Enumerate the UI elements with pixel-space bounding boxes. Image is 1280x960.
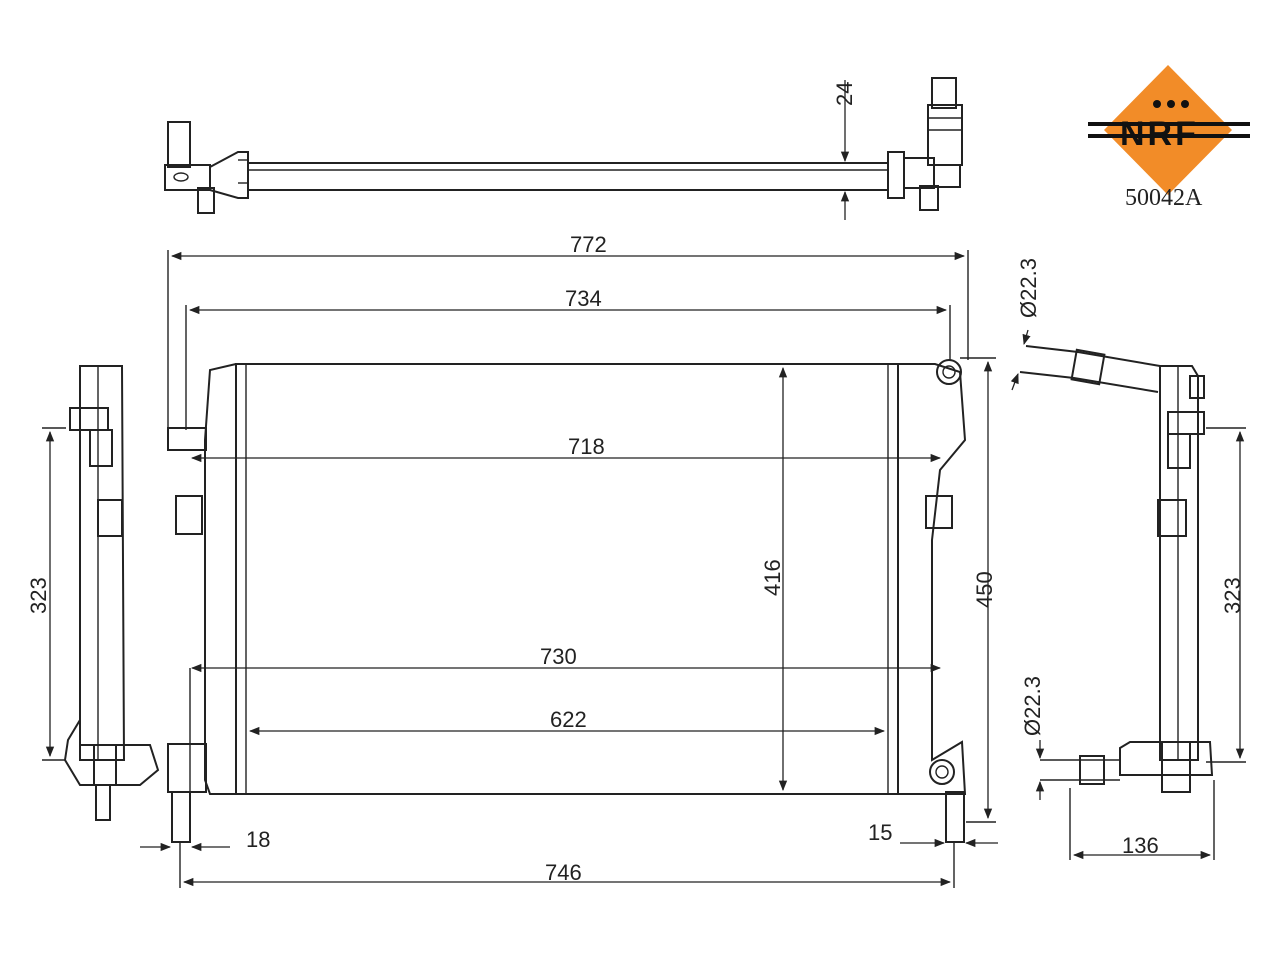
left-fitting-body [164, 164, 211, 191]
dim-core-width-top: 718 [568, 434, 605, 459]
right-fitting-pin [919, 185, 939, 211]
left-mid-bracket [175, 495, 203, 535]
logo-stripe [1088, 134, 1250, 138]
left-pin [171, 791, 191, 843]
upper-hose-bottom [1019, 371, 1159, 393]
left-side-tank [79, 365, 126, 761]
lower-outlet-port [929, 759, 955, 785]
front-view: 772 734 718 730 622 416 450 18 15 [140, 232, 998, 888]
dim-overall-width: 772 [570, 232, 607, 257]
dim-overall-depth: 136 [1122, 833, 1159, 858]
logo-dot [1181, 100, 1189, 108]
left-upper-bracket [167, 427, 207, 451]
right-pin [945, 791, 965, 843]
left-side-view: 323 [26, 365, 160, 821]
dim-core-height: 416 [760, 559, 785, 596]
right-fitting-tube [927, 104, 963, 166]
dim-left-tank-height: 323 [26, 577, 51, 614]
upper-hose-clamp [1070, 348, 1106, 386]
right-fitting-neck [931, 77, 957, 109]
top-view: 24 [164, 77, 963, 220]
dim-pin-spacing: 746 [545, 860, 582, 885]
right-tank-cap [887, 151, 905, 199]
logo-dot [1153, 100, 1161, 108]
dim-right-offset: 15 [868, 820, 892, 845]
right-mid-bracket [925, 495, 953, 529]
right-side-tank [1159, 365, 1199, 761]
part-number: 50042A [1125, 185, 1203, 211]
logo-diamond-shape [1104, 65, 1232, 195]
dim-top-depth: 24 [832, 82, 857, 106]
logo-dot [1167, 100, 1175, 108]
dim-bracket-spacing: 730 [540, 644, 577, 669]
upper-outlet-port [936, 359, 962, 385]
left-side-bottom-bracket [63, 716, 160, 786]
left-fitting-tube [167, 121, 191, 168]
nrf-logo: NRF [1088, 65, 1250, 195]
dim-right-tank-height: 323 [1220, 577, 1245, 614]
right-tank [898, 363, 967, 795]
left-fitting-pin [197, 187, 215, 214]
upper-hose-top [1025, 345, 1161, 367]
dim-overall-height: 450 [972, 571, 997, 608]
left-lower-bracket [167, 743, 207, 793]
logo-text: NRF [1120, 115, 1199, 153]
right-side-view: Ø22.3 Ø22.3 323 136 [1010, 258, 1246, 860]
left-tank [204, 363, 237, 795]
right-side-bottom-bracket [1119, 741, 1214, 776]
dim-core-width: 622 [550, 707, 587, 732]
dim-lower-pipe-diameter: Ø22.3 [1020, 676, 1045, 736]
lower-hose-clamp [1079, 755, 1105, 785]
top-view-core [247, 162, 889, 191]
dim-inlet-spacing: 734 [565, 286, 602, 311]
dim-upper-pipe-diameter: Ø22.3 [1016, 258, 1041, 318]
logo-stripe [1088, 122, 1250, 126]
dim-left-offset: 18 [246, 827, 270, 852]
radiator-core [235, 363, 899, 795]
